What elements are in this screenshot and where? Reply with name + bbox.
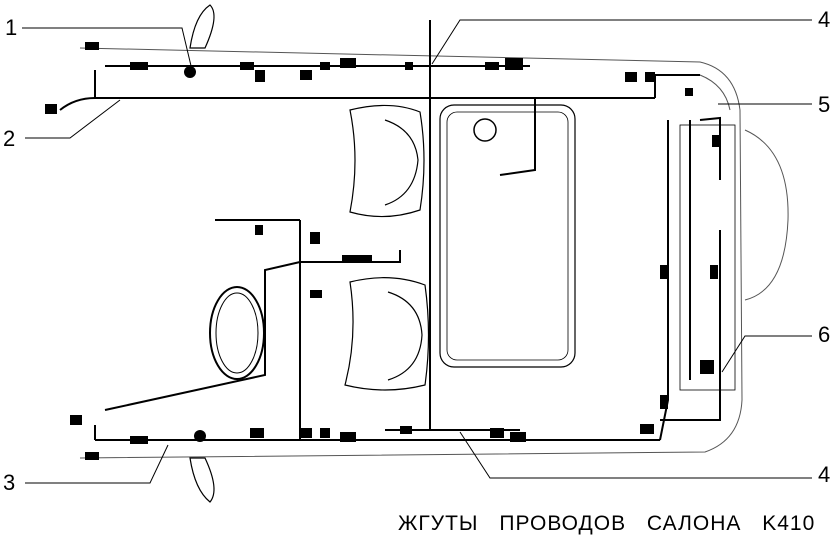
callout-6: 6 bbox=[818, 322, 831, 347]
fuel-sender bbox=[473, 118, 497, 142]
callout-2: 2 bbox=[3, 126, 16, 151]
callout-1: 1 bbox=[5, 15, 18, 40]
side-mirrors bbox=[189, 4, 215, 503]
callout-4-bottom: 4 bbox=[818, 462, 831, 487]
rear-seat-area bbox=[439, 104, 576, 368]
trunk-panel bbox=[679, 124, 736, 391]
car-body-outline bbox=[79, 47, 789, 459]
harness-lines bbox=[59, 20, 721, 441]
callout-3: 3 bbox=[3, 470, 16, 495]
callout-4-top: 4 bbox=[818, 7, 831, 32]
front-seats bbox=[344, 104, 430, 391]
connectors bbox=[45, 42, 720, 460]
callout-5: 5 bbox=[818, 92, 831, 117]
callout-leaders bbox=[22, 19, 812, 484]
steering-wheel bbox=[209, 286, 265, 380]
diagram-caption: ЖГУТЫ ПРОВОДОВ САЛОНА K410 bbox=[398, 512, 816, 535]
